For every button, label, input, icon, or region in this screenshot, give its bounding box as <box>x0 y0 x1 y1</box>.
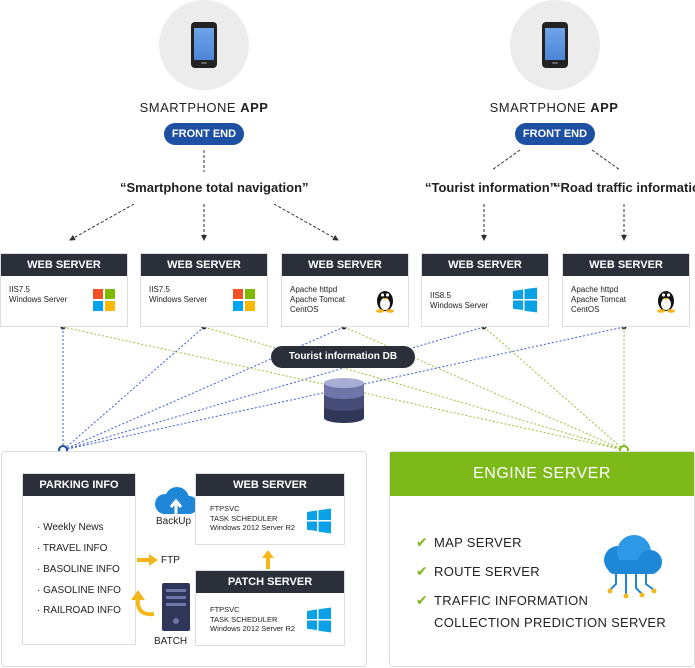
patch-server-details: FTPSVC TASK SCHEDULER Windows 2012 Serve… <box>210 605 295 634</box>
web-server-1: WEB SERVER IIS7.5 Windows Server <box>0 253 128 327</box>
right-frontend-pill: FRONT END <box>515 123 595 145</box>
web-server-4-title: WEB SERVER <box>422 254 548 276</box>
sub-web-server-title: WEB SERVER <box>196 474 344 496</box>
sub-web-line-3: Windows 2012 Server R2 <box>210 523 296 532</box>
web-server-3-line-2: Apache Tomcat <box>290 295 345 304</box>
web-server-4: WEB SERVER IIS8.5 Windows Server <box>421 253 549 327</box>
windows-modern-icon <box>513 287 537 313</box>
linux-tux-icon <box>657 291 675 313</box>
linux-tux-icon <box>376 291 394 313</box>
left-frontend-pill: FRONT END <box>164 123 244 145</box>
web-server-5-line-1: Apache httpd <box>571 285 619 294</box>
quote-total-navigation: “Smartphone total navigation” <box>120 180 309 195</box>
left-app-title-prefix: SMARTPHONE <box>139 100 241 115</box>
web-server-1-line-2: Windows Server <box>9 295 68 304</box>
left-app-title-bold: APP <box>240 100 269 115</box>
web-server-2-details: IIS7.5 Windows Server <box>149 285 207 305</box>
sub-web-line-2: TASK SCHEDULER <box>210 513 278 523</box>
web-server-5-line-3: CentOS <box>571 305 600 314</box>
web-server-2-title: WEB SERVER <box>141 254 267 276</box>
database-icon <box>324 378 364 423</box>
patch-server-title: PATCH SERVER <box>196 571 344 593</box>
web-server-2-line-1: IIS7.5 <box>149 285 170 294</box>
parking-item-1: · Weekly News <box>37 522 104 533</box>
parking-info-title: PARKING INFO <box>23 474 135 496</box>
web-server-4-line-1: IIS8.5 <box>430 291 451 300</box>
left-app-title: SMARTPHONE APP <box>129 100 279 115</box>
engine-item-map-server: MAP SERVER <box>434 535 522 550</box>
patch-server: PATCH SERVER FTPSVC TASK SCHEDULER Windo… <box>195 570 345 646</box>
nav-arrows <box>69 149 627 241</box>
windows-modern-icon <box>307 508 331 534</box>
ftp-label: FTP <box>161 555 180 566</box>
parking-info-box: PARKING INFO · Weekly News · TRAVEL INFO… <box>22 473 136 645</box>
check-icon: ✔ <box>416 563 428 579</box>
right-phone-circle <box>510 0 600 90</box>
web-server-2: WEB SERVER IIS7.5 Windows Server <box>140 253 268 327</box>
check-icon: ✔ <box>416 592 428 608</box>
patch-line-2: TASK SCHEDULER <box>210 614 278 624</box>
check-icon: ✔ <box>416 534 428 550</box>
web-server-5-line-2: Apache Tomcat <box>571 295 626 304</box>
cloud-network-icon <box>604 535 662 599</box>
engine-item-traffic-information: TRAFFIC INFORMATION <box>434 593 589 608</box>
quote-tourist-information: “Tourist information” <box>425 180 557 195</box>
sub-web-server-details: FTPSVC TASK SCHEDULER Windows 2012 Serve… <box>210 504 295 533</box>
parking-item-4: · GASOLINE INFO <box>37 585 121 596</box>
web-server-3-details: Apache httpd Apache Tomcat CentOS <box>290 285 345 315</box>
batch-return-arrow-icon <box>131 590 155 617</box>
parking-item-5: · RAILROAD INFO <box>37 605 121 616</box>
backup-cloud-icon <box>155 487 198 514</box>
web-server-5-title: WEB SERVER <box>563 254 689 276</box>
web-server-1-line-1: IIS7.5 <box>9 285 30 294</box>
sub-web-line-1: FTPSVC <box>210 504 240 513</box>
smartphone-icon <box>191 22 217 68</box>
green-links <box>62 326 625 451</box>
web-server-5: WEB SERVER Apache httpd Apache Tomcat Ce… <box>562 253 690 327</box>
web-server-3: WEB SERVER Apache httpd Apache Tomcat Ce… <box>281 253 409 327</box>
batch-label: BATCH <box>154 636 188 647</box>
web-server-1-title: WEB SERVER <box>1 254 127 276</box>
tourist-db-label: Tourist information DB <box>271 346 415 368</box>
windows-flag-icon <box>233 289 255 311</box>
web-server-3-line-1: Apache httpd <box>290 285 338 294</box>
engine-server-title: ENGINE SERVER <box>390 452 694 496</box>
batch-server-icon <box>162 583 190 631</box>
web-server-5-details: Apache httpd Apache Tomcat CentOS <box>571 285 626 315</box>
web-server-2-line-2: Windows Server <box>149 295 208 304</box>
engine-server-panel: ENGINE SERVER ✔ MAP SERVER ✔ ROUTE SERVE… <box>389 451 695 667</box>
web-server-4-line-2: Windows Server <box>430 301 489 310</box>
right-app-title: SMARTPHONE APP <box>479 100 629 115</box>
parking-item-3: · BASOLINE INFO <box>37 564 120 575</box>
right-app-title-bold: APP <box>590 100 619 115</box>
parking-item-2: · TRAVEL INFO <box>37 543 108 554</box>
ftp-arrow-icon <box>137 554 158 566</box>
left-phone-circle <box>159 0 249 90</box>
web-server-1-details: IIS7.5 Windows Server <box>9 285 67 305</box>
patch-line-1: FTPSVC <box>210 605 240 614</box>
patch-line-3: Windows 2012 Server R2 <box>210 624 296 633</box>
smartphone-icon <box>542 22 568 68</box>
web-server-3-line-3: CentOS <box>290 305 319 314</box>
sub-web-server: WEB SERVER FTPSVC TASK SCHEDULER Windows… <box>195 473 345 545</box>
engine-item-collection-prediction: COLLECTION PREDICTION SERVER <box>434 615 667 630</box>
patch-up-arrow-icon <box>262 550 274 569</box>
blue-links <box>62 326 625 451</box>
windows-modern-icon <box>307 607 331 633</box>
quote-road-traffic-information: “Road traffic information” <box>554 180 695 195</box>
web-server-4-details: IIS8.5 Windows Server <box>430 291 488 311</box>
windows-flag-icon <box>93 289 115 311</box>
backup-label: BackUp <box>156 516 192 527</box>
right-app-title-prefix: SMARTPHONE <box>489 100 591 115</box>
engine-item-route-server: ROUTE SERVER <box>434 564 540 579</box>
web-server-3-title: WEB SERVER <box>282 254 408 276</box>
